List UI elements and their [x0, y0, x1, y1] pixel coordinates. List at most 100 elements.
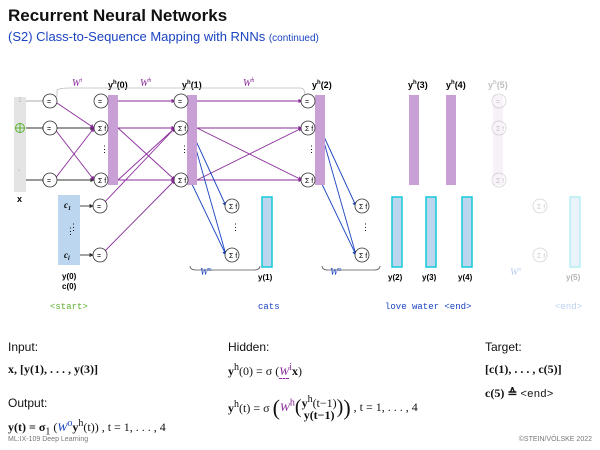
c0-label: c(0) [62, 282, 77, 291]
h5-node-1 [491, 120, 507, 136]
h1-node-2 [173, 172, 189, 188]
h5-node-2-label: Σ f [496, 178, 504, 185]
h1-node-0 [173, 93, 189, 109]
h1-node-1 [173, 120, 189, 136]
hidden-state-bar-2 [315, 95, 325, 185]
out2-node-1 [354, 198, 370, 214]
svg-text:Wi: Wi [72, 78, 82, 89]
c1-label: c1 [64, 200, 71, 212]
vdots-2: ⋮ [307, 144, 316, 154]
weight-label-wo-3: Wo [510, 267, 521, 278]
h2-node-0-label: = [305, 99, 309, 106]
subtitle-note: (continued) [268, 33, 319, 44]
target-equation-1: [c(1), . . . , c(5)] [485, 362, 562, 376]
hidden-equation-t: yh(t) = σ (Wh(yh(t−1)y(t−1))) , t = 1, .… [228, 394, 418, 422]
input-node-0 [42, 93, 58, 109]
input-dot: · [18, 167, 20, 174]
out5-node-1-label: Σ f [537, 204, 545, 211]
brace-0 [189, 265, 261, 271]
input-heading: Input: [8, 340, 39, 354]
input-node-1-label: = [47, 126, 51, 133]
edge-wh-3 [117, 127, 176, 181]
h1-node-1-label: Σ f [178, 126, 186, 133]
vdots-4: ⋮ [361, 222, 370, 232]
edge-wh-11 [100, 127, 176, 207]
plus-icon [15, 123, 25, 133]
h2-node-1-label: Σ f [305, 126, 313, 133]
y0-label: y(0) [62, 272, 77, 281]
edge-wh-8 [196, 127, 303, 181]
hidden-heading: Hidden: [228, 340, 270, 354]
vdots-5: ⋮ [69, 222, 78, 232]
out5-node-l [532, 247, 548, 263]
token-end-faded: <end> [555, 302, 582, 312]
out2-node-1-label: Σ f [359, 204, 367, 211]
out5-node-l-label: Σ f [537, 253, 545, 260]
vdots-1: ⋮ [180, 144, 189, 154]
output-heading: Output: [8, 396, 48, 410]
weight-label-wo-2: Wo [330, 267, 341, 278]
edge-wi-3 [53, 127, 95, 181]
state-label-1: yh(1) [182, 80, 202, 90]
hidden-state-bar-3 [409, 95, 419, 185]
out2-node-l [354, 247, 370, 263]
svg-text:Wh: Wh [140, 78, 151, 89]
rnn-diagram: Wi Wh Wh yh(0)yh(1)yh(2)yh(3)yh(4)yh(5) … [14, 78, 582, 312]
vdots-0: ⋮ [100, 144, 109, 154]
subtitle-main: (S2) Class-to-Sequence Mapping with RNNs [8, 29, 266, 44]
h2-node-2-label: Σ f [305, 178, 313, 185]
output-vector-4 [569, 196, 581, 268]
h0-node-1 [93, 120, 109, 136]
h5-node-0-label: = [496, 99, 500, 106]
output-equation: y(t) = σ1 (Woyh(t)) , t = 1, . . . , 4 [8, 418, 166, 438]
hidden-state-bar-4 [446, 95, 456, 185]
target-equation-2: c(5) ≙ <end> [485, 386, 554, 401]
input-node-1 [42, 120, 58, 136]
edge-wo-3 [319, 127, 357, 207]
token-sequence: love water <end> [385, 302, 471, 312]
token-cats: cats [258, 302, 280, 312]
c-vector [58, 195, 80, 265]
brace-1 [321, 265, 381, 271]
output-vector-3 [461, 196, 473, 268]
vdots-3: ⋮ [231, 222, 240, 232]
state-label-2: yh(2) [312, 80, 332, 90]
weight-label-wo-1: Wo [200, 267, 211, 278]
output-label-4: y(5) [566, 273, 581, 282]
output-label-2: y(3) [422, 273, 437, 282]
input-equation: x, [y(1), . . . , y(3)] [8, 362, 98, 376]
c-dots: ⋮ [66, 226, 75, 236]
edge-wh-10 [100, 179, 176, 256]
state-label-5: yh(5) [488, 80, 508, 90]
edge-recurrent-top [56, 87, 306, 97]
footer-right: ©STEIN/VÖLSKE 2022 [518, 436, 592, 443]
h5-node-0 [491, 93, 507, 109]
h0-node-0-label: = [98, 99, 102, 106]
cl-label: cl [64, 250, 70, 262]
svg-text:Wh: Wh [243, 78, 254, 89]
edge-wo-4 [319, 179, 357, 256]
c-node-1-label: = [97, 204, 101, 211]
state-label-4: yh(4) [446, 80, 466, 90]
out1-node-1 [224, 198, 240, 214]
target-heading: Target: [485, 340, 522, 354]
h1-node-2-label: Σ f [178, 178, 186, 185]
page-subtitle: (S2) Class-to-Sequence Mapping with RNNs… [8, 29, 319, 44]
h0-node-1-label: Σ f [98, 126, 106, 133]
output-label-1: y(2) [388, 273, 403, 282]
hidden-state-bar-0 [108, 95, 118, 185]
hidden-equation-0: yh(0) = σ (Wix) [228, 362, 303, 379]
out5-node-1 [532, 198, 548, 214]
output-label-0: y(1) [258, 273, 273, 282]
output-vector-1 [391, 196, 403, 268]
hidden-state-bar-1 [187, 95, 197, 185]
input-node-0-label: = [47, 99, 51, 106]
input-node-2 [42, 172, 58, 188]
h2-node-0 [300, 93, 316, 109]
out2-node-l-label: Σ f [359, 253, 367, 260]
weight-label-wh-1: Wh [140, 78, 151, 89]
h0-node-0 [93, 93, 109, 109]
output-vector-2 [425, 196, 437, 268]
output-label-3: y(4) [458, 273, 473, 282]
weight-label-wi: Wi [72, 78, 82, 89]
